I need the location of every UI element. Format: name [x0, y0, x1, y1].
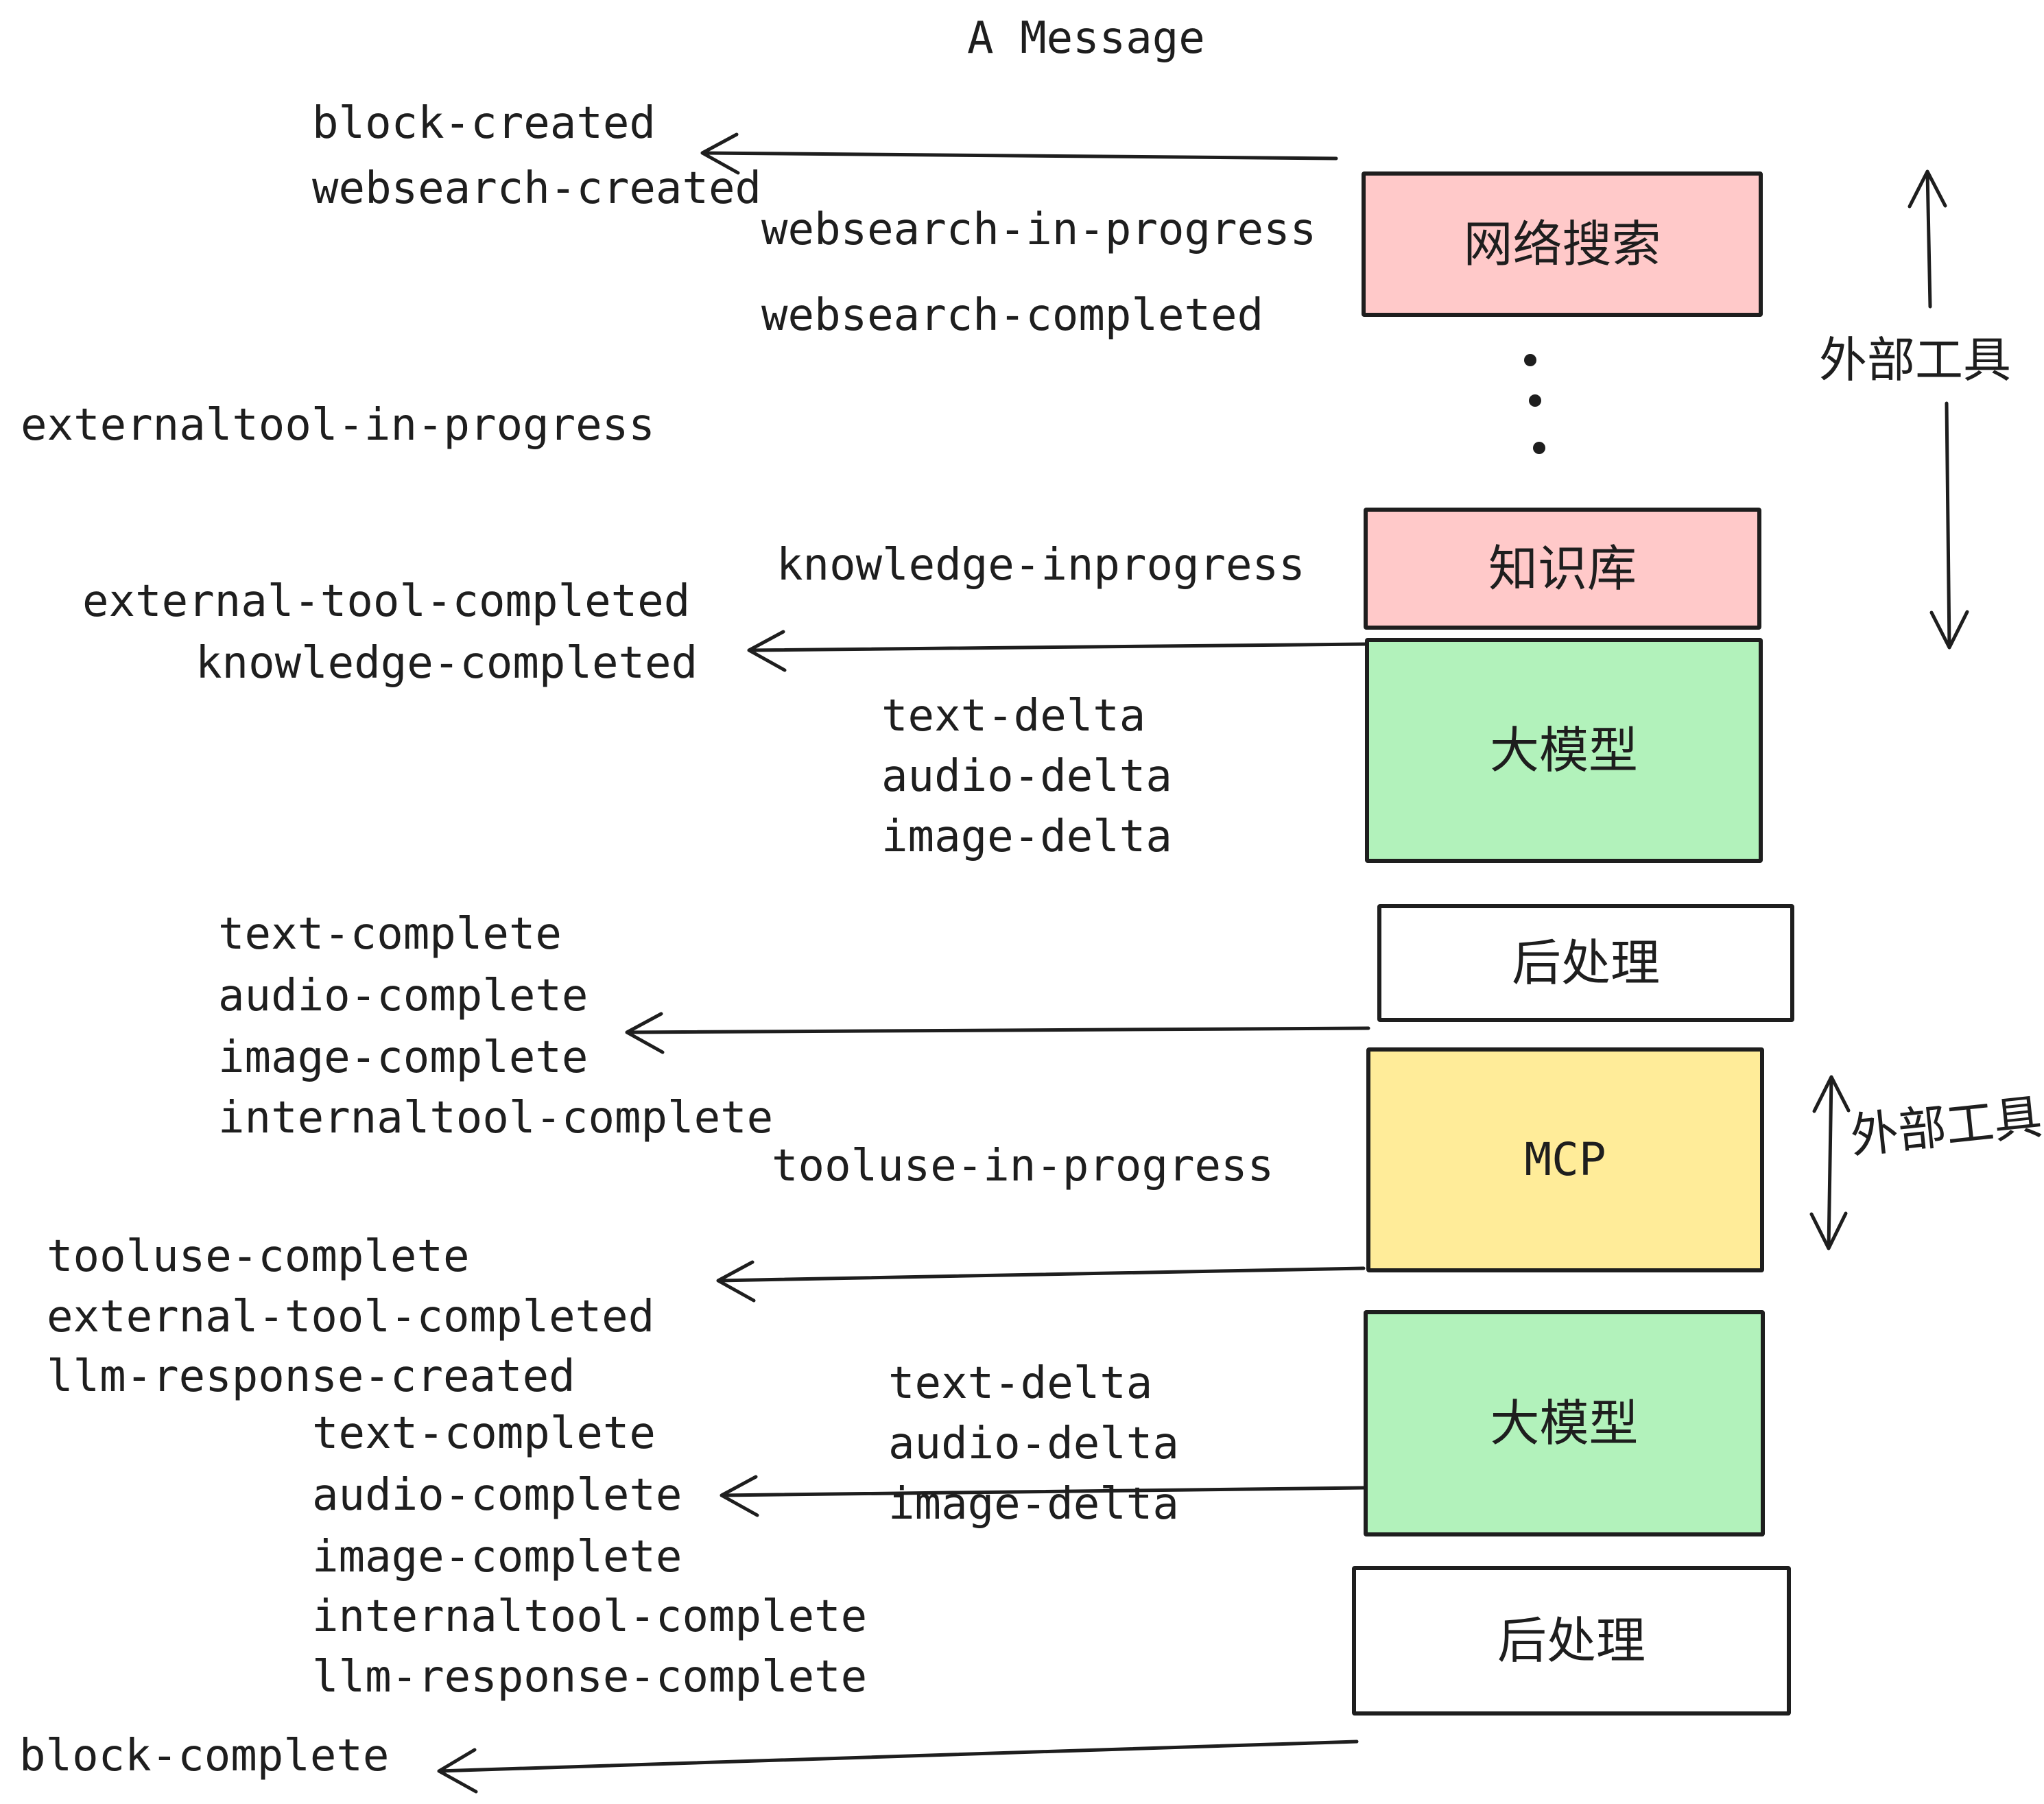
event-label-image-delta-2: image-delta: [888, 1479, 1179, 1530]
event-label-websearch-in-progress: websearch-in-progress: [761, 204, 1317, 255]
node-knowledge-base: 知识库: [1364, 508, 1761, 630]
arrow-to-tooluse-complete: [716, 1260, 1366, 1303]
ellipsis-dot: [1524, 354, 1536, 366]
node-postprocess-1: 后处理: [1377, 904, 1794, 1022]
event-label-audio-complete-2: audio-complete: [312, 1470, 682, 1521]
event-label-text-delta-1: text-delta: [881, 691, 1146, 741]
node-websearch: 网络搜索: [1362, 171, 1763, 317]
event-label-text-complete-2: text-complete: [312, 1408, 656, 1459]
event-label-internaltool-complete-1: internaltool-complete: [218, 1093, 774, 1143]
diagram-title: A Message: [967, 13, 1205, 64]
annotation-external-tools-mid: 外部工具: [1847, 1088, 2044, 1165]
ellipsis-icon: [1524, 354, 1545, 454]
event-label-text-delta-2: text-delta: [888, 1358, 1153, 1409]
arrow-websearch-to-created-events: [700, 132, 1338, 175]
event-label-external-tool-completed-2: external-tool-completed: [47, 1292, 655, 1342]
node-llm-1: 大模型: [1365, 638, 1763, 863]
event-label-knowledge-inprogress: knowledge-inprogress: [776, 540, 1305, 591]
node-mcp: MCP: [1366, 1047, 1764, 1272]
arrow-external-tools-mid: [1809, 1075, 1851, 1250]
event-label-internaltool-complete-2: internaltool-complete: [312, 1591, 868, 1642]
event-label-audio-complete-1: audio-complete: [218, 971, 589, 1021]
node-postprocess-2: 后处理: [1352, 1566, 1791, 1716]
annotation-external-tools-top: 外部工具: [1819, 332, 2011, 388]
node-llm-1-label: 大模型: [1489, 722, 1638, 779]
arrow-to-knowledge-completed: [747, 630, 1367, 672]
arrow-external-tools-top-down: [1929, 401, 1969, 650]
event-label-llm-response-created: llm-response-created: [47, 1351, 575, 1402]
event-label-block-created: block-created: [312, 98, 656, 149]
event-label-external-tool-completed-1: external-tool-completed: [82, 576, 691, 627]
event-label-block-complete: block-complete: [19, 1731, 390, 1781]
event-label-image-complete-1: image-complete: [218, 1032, 589, 1083]
event-label-externaltool-in-progress: externaltool-in-progress: [21, 400, 655, 451]
event-label-websearch-completed: websearch-completed: [761, 290, 1264, 341]
node-llm-2: 大模型: [1364, 1310, 1765, 1536]
event-label-tooluse-in-progress: tooluse-in-progress: [772, 1141, 1274, 1191]
ellipsis-dot: [1533, 442, 1545, 454]
arrow-external-tools-top-up: [1908, 169, 1947, 309]
event-label-audio-delta-1: audio-delta: [881, 751, 1172, 802]
event-label-websearch-created: websearch-created: [312, 163, 762, 214]
node-postprocess-1-label: 后处理: [1511, 934, 1660, 992]
node-llm-2-label: 大模型: [1490, 1394, 1639, 1452]
event-label-image-delta-1: image-delta: [881, 811, 1172, 862]
event-label-tooluse-complete: tooluse-complete: [47, 1231, 470, 1282]
event-label-image-complete-2: image-complete: [312, 1532, 682, 1582]
node-knowledge-base-label: 知识库: [1488, 540, 1637, 597]
arrow-to-block-complete: [437, 1740, 1359, 1794]
event-label-audio-delta-2: audio-delta: [888, 1419, 1179, 1469]
node-postprocess-2-label: 后处理: [1497, 1612, 1645, 1670]
node-mcp-label: MCP: [1524, 1133, 1606, 1186]
event-label-text-complete-1: text-complete: [218, 909, 562, 960]
arrow-to-complete-events-1: [625, 1012, 1370, 1054]
event-label-knowledge-completed: knowledge-completed: [195, 638, 698, 689]
node-websearch-label: 网络搜索: [1463, 215, 1661, 273]
ellipsis-dot: [1529, 394, 1541, 407]
event-label-llm-response-complete: llm-response-complete: [312, 1652, 868, 1702]
